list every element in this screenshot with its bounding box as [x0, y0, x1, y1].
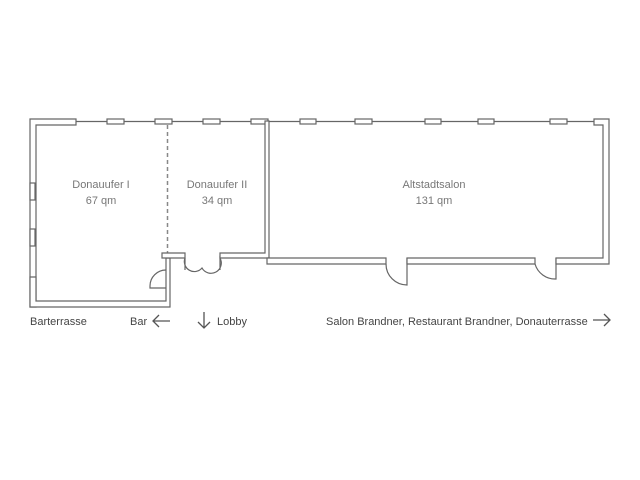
room-name: Altstadtsalon — [403, 179, 466, 191]
label-salons: Salon Brandner, Restaurant Brandner, Don… — [326, 316, 588, 328]
bottom-wall-donauufer-1 — [29, 257, 171, 308]
room-name: Donauufer II — [187, 179, 248, 191]
right-wall — [555, 118, 610, 265]
door-donauufer-1 — [149, 269, 167, 289]
wall-donauufer-2 — [219, 120, 270, 259]
bottom-wall-altstadt-1 — [266, 257, 387, 265]
room-area: 131 qm — [416, 195, 453, 207]
room-donauufer-1: Donauufer I 67 qm — [72, 179, 129, 207]
arrow-right-icon — [593, 313, 611, 327]
wall-stub — [161, 252, 186, 259]
room-area: 34 qm — [202, 195, 233, 207]
bottom-wall-altstadt-2 — [406, 257, 536, 265]
room-donauufer-2: Donauufer II 34 qm — [187, 179, 248, 207]
room-name: Donauufer I — [72, 179, 129, 191]
room-area: 67 qm — [86, 195, 117, 207]
door-altstadt-1 — [385, 258, 408, 286]
room-altstadtsalon: Altstadtsalon 131 qm — [403, 179, 466, 207]
arrow-down-icon — [197, 312, 211, 329]
door-donauufer-2 — [183, 255, 222, 274]
door-altstadt-2 — [534, 258, 557, 280]
corner-wall — [29, 118, 77, 308]
windows-top — [106, 118, 568, 125]
label-barterrasse: Barterrasse — [30, 316, 87, 328]
label-lobby: Lobby — [217, 316, 247, 328]
label-bar: Bar — [130, 316, 148, 328]
windows-left — [29, 182, 36, 247]
arrow-left-icon — [152, 314, 170, 328]
